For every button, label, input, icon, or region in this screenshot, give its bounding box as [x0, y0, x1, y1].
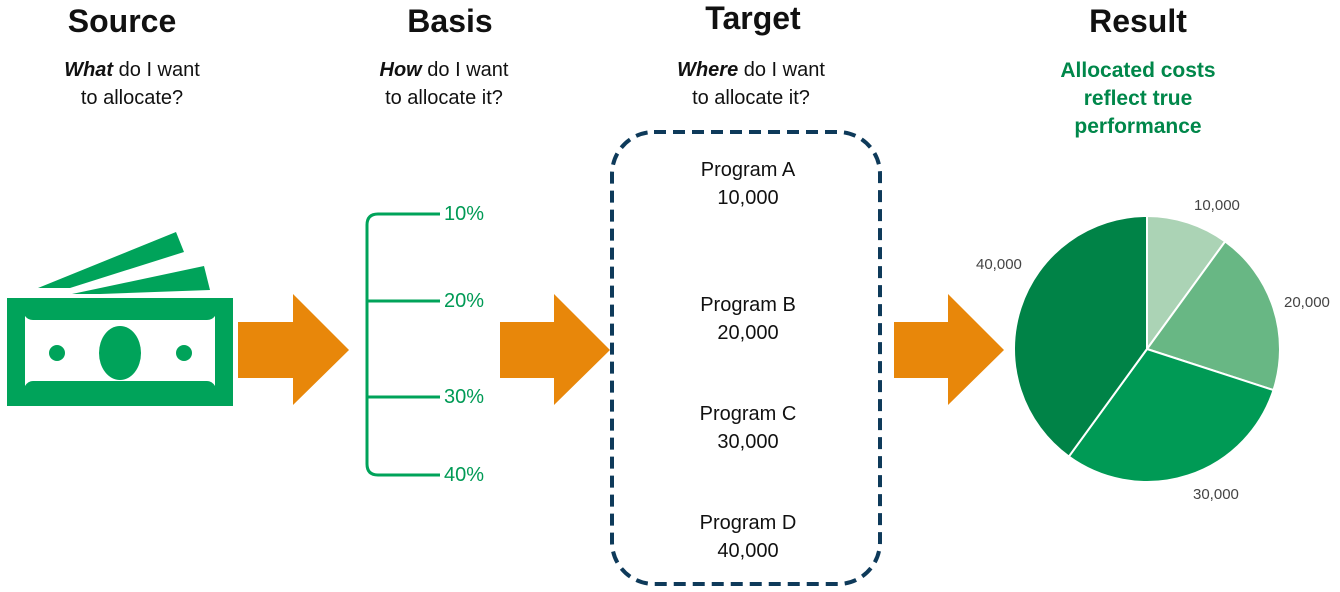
program-b-value: 20,000: [717, 322, 779, 344]
result-line2: reflect true: [1083, 87, 1193, 110]
result-line1: Allocated costs: [1060, 59, 1216, 82]
program-b: Program B 20,000: [613, 291, 883, 347]
pie-label-10000: 10,000: [1194, 197, 1240, 214]
source-question-line1: do I want: [118, 59, 200, 81]
pie-slice-20000: [1145, 240, 1281, 392]
source-question-emphasis: What: [64, 59, 114, 81]
target-question-line2: to allocate it?: [692, 87, 810, 109]
program-a-value: 10,000: [717, 187, 779, 209]
arrow-right-icon: [894, 294, 1004, 405]
arrow-right-icon: [238, 294, 349, 405]
program-a-name: Program A: [700, 159, 796, 181]
source-question: What do I want to allocate?: [12, 56, 252, 112]
basis-question: How do I want to allocate it?: [324, 56, 564, 112]
program-c-value: 30,000: [717, 431, 779, 453]
basis-percent-4: 40%: [444, 464, 485, 486]
pie-chart: [1013, 214, 1281, 484]
target-title: Target: [705, 0, 801, 36]
pie-label-20000: 20,000: [1284, 294, 1330, 311]
basis-percent-2: 20%: [444, 290, 485, 312]
result-statement: Allocated costs reflect true performance: [1018, 57, 1258, 141]
target-question-emphasis: Where: [677, 59, 739, 81]
basis-question-line1: do I want: [427, 59, 509, 81]
basis-title: Basis: [407, 3, 493, 39]
basis-question-emphasis: How: [379, 59, 422, 81]
target-question: Where do I want to allocate it?: [631, 56, 871, 112]
program-d-name: Program D: [699, 512, 797, 534]
basis-percent-3: 30%: [444, 386, 485, 408]
program-c: Program C 30,000: [613, 400, 883, 456]
program-c-name: Program C: [699, 403, 797, 425]
program-b-name: Program B: [700, 294, 796, 316]
source-title: Source: [67, 3, 177, 39]
pie-slice-30000: [1067, 347, 1275, 484]
basis-percent-1: 10%: [444, 203, 485, 225]
pie-slice-40000: [1013, 214, 1148, 458]
money-icon: [7, 232, 233, 406]
arrow-right-icon: [500, 294, 610, 405]
bracket-icon: [365, 212, 440, 477]
program-a: Program A 10,000: [613, 156, 883, 212]
result-line3: performance: [1074, 115, 1202, 138]
program-d: Program D 40,000: [613, 509, 883, 565]
result-title: Result: [1089, 3, 1187, 39]
pie-slice-10000: [1146, 214, 1227, 353]
program-d-value: 40,000: [717, 540, 779, 562]
pie-label-30000: 30,000: [1193, 486, 1239, 503]
basis-question-line2: to allocate it?: [385, 87, 503, 109]
target-question-line1: do I want: [743, 59, 825, 81]
pie-label-40000: 40,000: [976, 256, 1022, 273]
source-question-line2: to allocate?: [80, 87, 184, 109]
